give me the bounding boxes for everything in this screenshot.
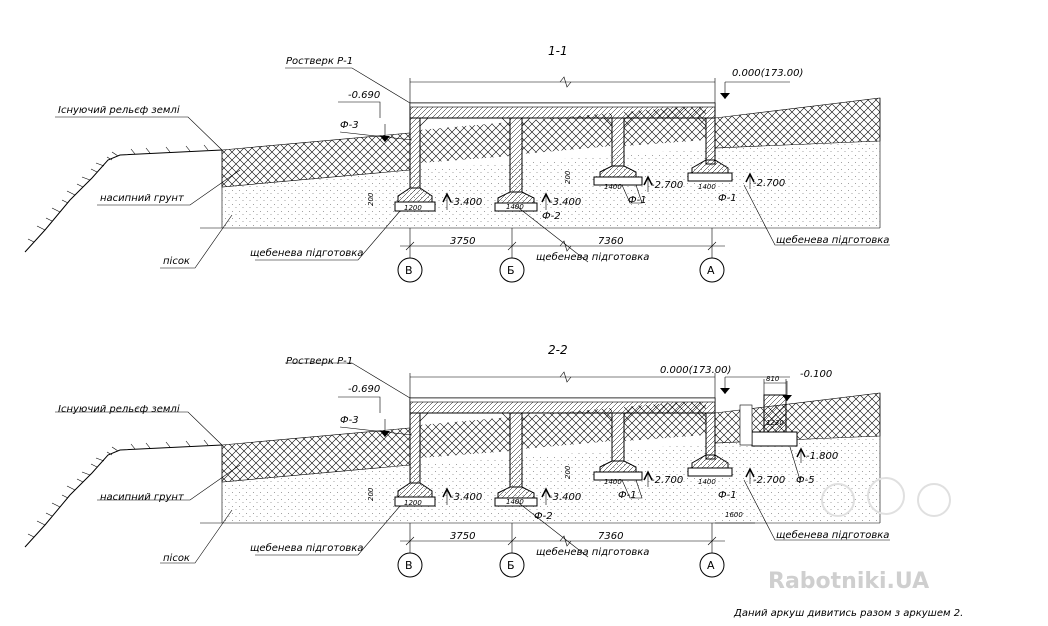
- f3-label: Ф-3: [340, 120, 359, 131]
- elev-2700-a: -2.700: [651, 180, 683, 191]
- watermark-text: Rabotniki.UA: [768, 569, 929, 594]
- dim-1400-c: 1400: [698, 478, 716, 486]
- section-1-1: 1-1 Ростверк Р-1 -0.690 0.000(173.00) Ф-…: [24, 44, 891, 283]
- dim-3750: 3750: [450, 531, 475, 542]
- elev-3400-a: -3.400: [450, 492, 482, 503]
- section-title: 2-2: [548, 343, 568, 357]
- dim-1230: 1230: [766, 419, 784, 427]
- elev-0100: -0.100: [800, 369, 832, 380]
- elev-1800: -1.800: [806, 451, 838, 462]
- elev-2700-a: -2.700: [651, 475, 683, 486]
- footnote: Даний аркуш дивитись разом з аркушем 2.: [733, 608, 963, 619]
- elev-2700-b: -2.700: [753, 475, 785, 486]
- axis-a: А: [707, 264, 715, 277]
- dim-7360: 7360: [598, 531, 623, 542]
- elevation-zero-label: 0.000(173.00): [732, 68, 803, 79]
- dim-1400-b: 1400: [604, 478, 622, 486]
- gravel-label-mid: щебенева підготовка: [536, 546, 649, 558]
- gravel-label-right: щебенева підготовка: [776, 234, 889, 246]
- dim-1400-b: 1400: [604, 183, 622, 191]
- dim-810: 810: [766, 375, 780, 383]
- dim-1200: 1200: [404, 204, 422, 212]
- axis-v: В: [405, 559, 413, 572]
- watermark: Rabotniki.UA: [768, 477, 951, 594]
- sand-label: пісок: [163, 552, 190, 564]
- dim-200-a: 200: [367, 487, 375, 501]
- dim-200-b: 200: [564, 465, 572, 479]
- relief-label: Існуючий рельєф землі: [58, 403, 180, 415]
- rostverk-label: Ростверк Р-1: [286, 356, 353, 367]
- f1-label-a: Ф-1: [628, 195, 647, 206]
- section-title: 1-1: [548, 44, 568, 58]
- elevation-label: -0.690: [348, 90, 380, 101]
- axis-a: А: [707, 559, 715, 572]
- dim-1400-a: 1400: [506, 203, 524, 211]
- elev-3400-a: -3.400: [450, 197, 482, 208]
- relief-label: Існуючий рельєф землі: [58, 104, 180, 116]
- sand-label: пісок: [163, 255, 190, 267]
- fill-soil-label: насипний грунт: [100, 492, 185, 503]
- elev-2700-b: -2.700: [753, 178, 785, 189]
- dim-1400-c: 1400: [698, 183, 716, 191]
- f5-label: Ф-5: [796, 475, 815, 486]
- rostverk-label: Ростверк Р-1: [286, 56, 353, 67]
- dim-3750: 3750: [450, 236, 475, 247]
- dim-200-a: 200: [367, 192, 375, 206]
- f1-label-a: Ф-1: [618, 490, 637, 501]
- f2-label: Ф-2: [542, 211, 561, 222]
- axis-v: В: [405, 264, 413, 277]
- f1-label-b: Ф-1: [718, 490, 737, 501]
- elev-3400-b: -3.400: [549, 197, 581, 208]
- fill-soil-label: насипний грунт: [100, 193, 185, 204]
- dim-200-b: 200: [564, 170, 572, 184]
- axis-b: Б: [507, 559, 515, 572]
- dim-1400-a: 1400: [506, 498, 524, 506]
- elevation-label: -0.690: [348, 384, 380, 395]
- f3-label: Ф-3: [340, 415, 359, 426]
- dim-7360: 7360: [598, 236, 623, 247]
- gravel-label-left: щебенева підготовка: [250, 247, 363, 259]
- f2-label: Ф-2: [534, 511, 553, 522]
- gravel-label-left: щебенева підготовка: [250, 542, 363, 554]
- f1-label-b: Ф-1: [718, 193, 737, 204]
- dim-1200: 1200: [404, 499, 422, 507]
- axis-b: Б: [507, 264, 515, 277]
- gravel-label-mid: щебенева підготовка: [536, 251, 649, 263]
- elev-3400-b: -3.400: [549, 492, 581, 503]
- dim-1600: 1600: [725, 511, 743, 519]
- elevation-zero-label: 0.000(173.00): [660, 365, 731, 376]
- section-2-2: 2-2 Ростверк Р-1 -0.690 0.000(173.00) Ф-…: [24, 343, 891, 578]
- gravel-label-right: щебенева підготовка: [776, 529, 889, 541]
